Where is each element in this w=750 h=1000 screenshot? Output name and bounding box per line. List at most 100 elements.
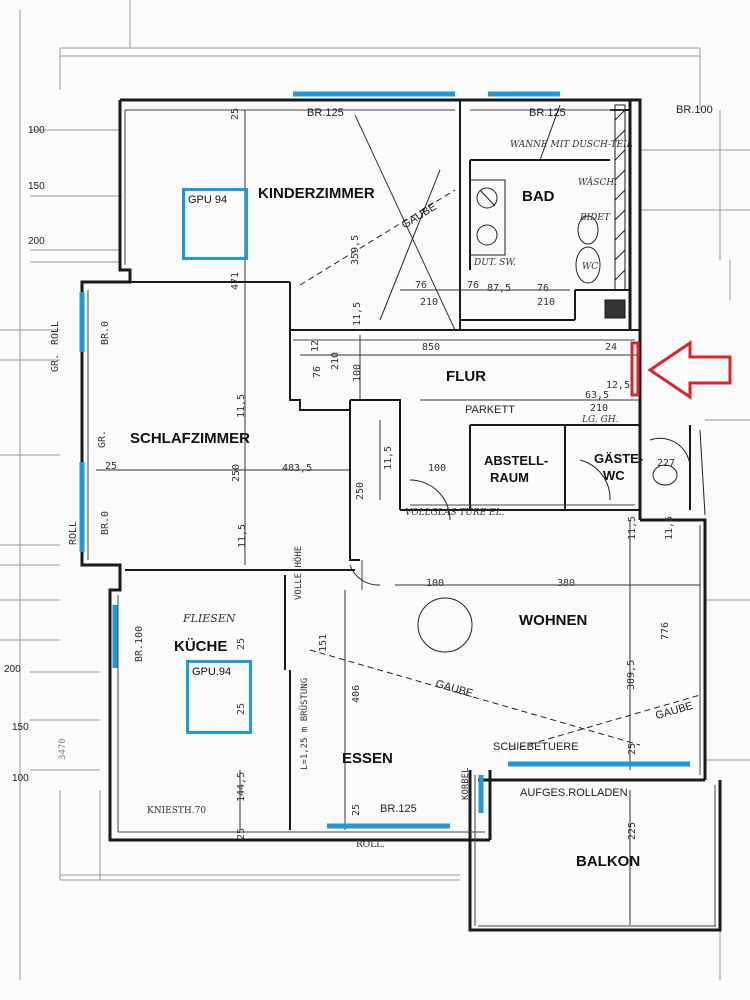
bath-wall-hatch bbox=[604, 104, 626, 319]
dim-100a: 100 bbox=[352, 363, 363, 382]
dim-76b: 76 bbox=[467, 280, 480, 291]
label-wc: WC bbox=[582, 262, 599, 272]
room-schlafzimmer: SCHLAFZIMMER bbox=[130, 430, 250, 447]
label-dusch: DUT. SW. bbox=[474, 258, 516, 268]
label-volle-hoehe: VOLLE HÖHE bbox=[294, 545, 304, 600]
dim-25-k1: 25 bbox=[236, 637, 247, 650]
room-wohnen: WOHNEN bbox=[519, 612, 588, 629]
dim-115b: 11,5 bbox=[236, 393, 247, 418]
margin-3470: 3470 bbox=[58, 738, 68, 760]
room-gaeste-line1: GÄSTE- bbox=[594, 451, 644, 466]
dim-76c: 76 bbox=[537, 283, 550, 294]
dim-406: 406 bbox=[351, 684, 362, 703]
room-abstellraum-line2: RAUM bbox=[490, 470, 529, 485]
dim-250a: 250 bbox=[231, 463, 242, 482]
room-essen: ESSEN bbox=[342, 750, 393, 767]
interior-walls bbox=[125, 100, 691, 830]
margin-150-bottom: 150 bbox=[12, 722, 29, 733]
dim-776: 776 bbox=[660, 621, 671, 640]
gpu-label-2: GPU.94 bbox=[192, 666, 232, 678]
dim-125: 12,5 bbox=[606, 380, 631, 391]
dim-850: 850 bbox=[422, 342, 441, 353]
label-roll-3: ROLL. bbox=[356, 840, 385, 850]
dim-25-left: 25 bbox=[105, 461, 118, 472]
room-kueche: KÜCHE bbox=[174, 638, 228, 655]
dim-144: 144,5 bbox=[236, 771, 247, 802]
dim-359: 359,5 bbox=[350, 234, 361, 265]
dim-151: 151 bbox=[318, 633, 329, 652]
label-korbel: KORBEL bbox=[461, 767, 471, 800]
wall-lines bbox=[87, 109, 716, 927]
margin-200-top: 200 bbox=[28, 236, 45, 247]
fixtures bbox=[349, 104, 706, 653]
label-bruestung: L=1,25 m BRÜSTUNG bbox=[300, 677, 310, 770]
dim-635: 63,5 bbox=[585, 390, 610, 401]
dim-25-balk: 25 bbox=[627, 742, 638, 755]
dim-12: 12 bbox=[310, 339, 321, 352]
windows bbox=[79, 91, 690, 829]
dim-76a: 76 bbox=[415, 280, 428, 291]
window-label-br125-essen: BR.125 bbox=[380, 803, 417, 815]
gaube-lines bbox=[299, 189, 701, 751]
margin-100-top: 100 bbox=[28, 125, 45, 136]
dim-100b: 100 bbox=[428, 463, 447, 474]
window-label-br125-bad: BR.125 bbox=[529, 107, 566, 119]
entrance-marker bbox=[630, 340, 732, 400]
dim-210c: 210 bbox=[330, 351, 341, 370]
label-schiebetuere: SCHIEBETUERE bbox=[493, 741, 579, 753]
dim-250b: 250 bbox=[355, 481, 366, 500]
gpu-box-kueche: GPU.94 bbox=[186, 660, 252, 734]
window-label-br100-top: BR.100 bbox=[676, 104, 713, 116]
dim-25-ess: 25 bbox=[351, 803, 362, 816]
dim-115d: 11,5 bbox=[237, 523, 248, 548]
label-waesch: WÄSCH. bbox=[578, 178, 618, 188]
dim-115e: 11,5 bbox=[627, 515, 638, 540]
label-roll-1: ROLL bbox=[50, 320, 61, 345]
label-gr-2: GR. bbox=[97, 429, 108, 448]
dim-25-top: 25 bbox=[230, 107, 241, 120]
window-label-br0-upper: BR.0 bbox=[100, 320, 111, 345]
dim-24: 24 bbox=[605, 342, 618, 353]
label-lg-gh: LG. GH. bbox=[582, 415, 619, 425]
dim-115c: 11,5 bbox=[383, 445, 394, 470]
dim-471: 471 bbox=[230, 271, 241, 290]
dim-3895: 389,5 bbox=[626, 659, 637, 690]
gpu-label-1: GPU 94 bbox=[188, 194, 228, 206]
dim-100c: 100 bbox=[426, 578, 445, 589]
dim-115f: 11,5 bbox=[664, 515, 675, 540]
room-kinderzimmer: KINDERZIMMER bbox=[258, 185, 375, 202]
label-knie: KNIESTH.70 bbox=[147, 806, 207, 816]
dim-225: 225 bbox=[627, 821, 638, 840]
room-bad: BAD bbox=[522, 188, 555, 205]
dim-210b: 210 bbox=[537, 297, 556, 308]
dim-380: 380 bbox=[557, 578, 576, 589]
label-volle-tuer: VOLLGLAS TÜRE EL. bbox=[405, 508, 505, 518]
dim-115a: 11,5 bbox=[352, 301, 363, 326]
window-label-br125-kinder: BR.125 bbox=[307, 107, 344, 119]
label-parkett: PARKETT bbox=[465, 404, 515, 416]
label-aufges-rolladen: AUFGES.ROLLADEN bbox=[520, 787, 628, 799]
room-flur: FLUR bbox=[446, 368, 486, 385]
margin-100-bottom: 100 bbox=[12, 773, 29, 784]
dim-483: 483,5 bbox=[282, 463, 313, 474]
dim-87: 87,5 bbox=[487, 283, 512, 294]
dim-25-bottom: 25 bbox=[236, 827, 247, 840]
room-balkon: BALKON bbox=[576, 853, 641, 870]
dimension-lines bbox=[96, 110, 700, 925]
window-label-br100-kueche: BR.100 bbox=[134, 625, 145, 662]
dim-25-k2: 25 bbox=[236, 702, 247, 715]
gpu-box-kinderzimmer: GPU 94 bbox=[182, 188, 248, 260]
dim-227: 227 bbox=[657, 458, 676, 469]
margin-150-top: 150 bbox=[28, 181, 45, 192]
dim-210a: 210 bbox=[420, 297, 439, 308]
label-bidet: BIDET bbox=[580, 213, 610, 223]
dim-210d: 210 bbox=[590, 403, 609, 414]
label-wanne: WANNE MIT DUSCH-TEIL bbox=[510, 140, 633, 150]
dim-76d: 76 bbox=[312, 365, 323, 378]
label-gr-1: GR. bbox=[50, 353, 61, 372]
room-gaeste-line2: WC bbox=[603, 468, 625, 483]
outer-walls bbox=[80, 98, 722, 932]
